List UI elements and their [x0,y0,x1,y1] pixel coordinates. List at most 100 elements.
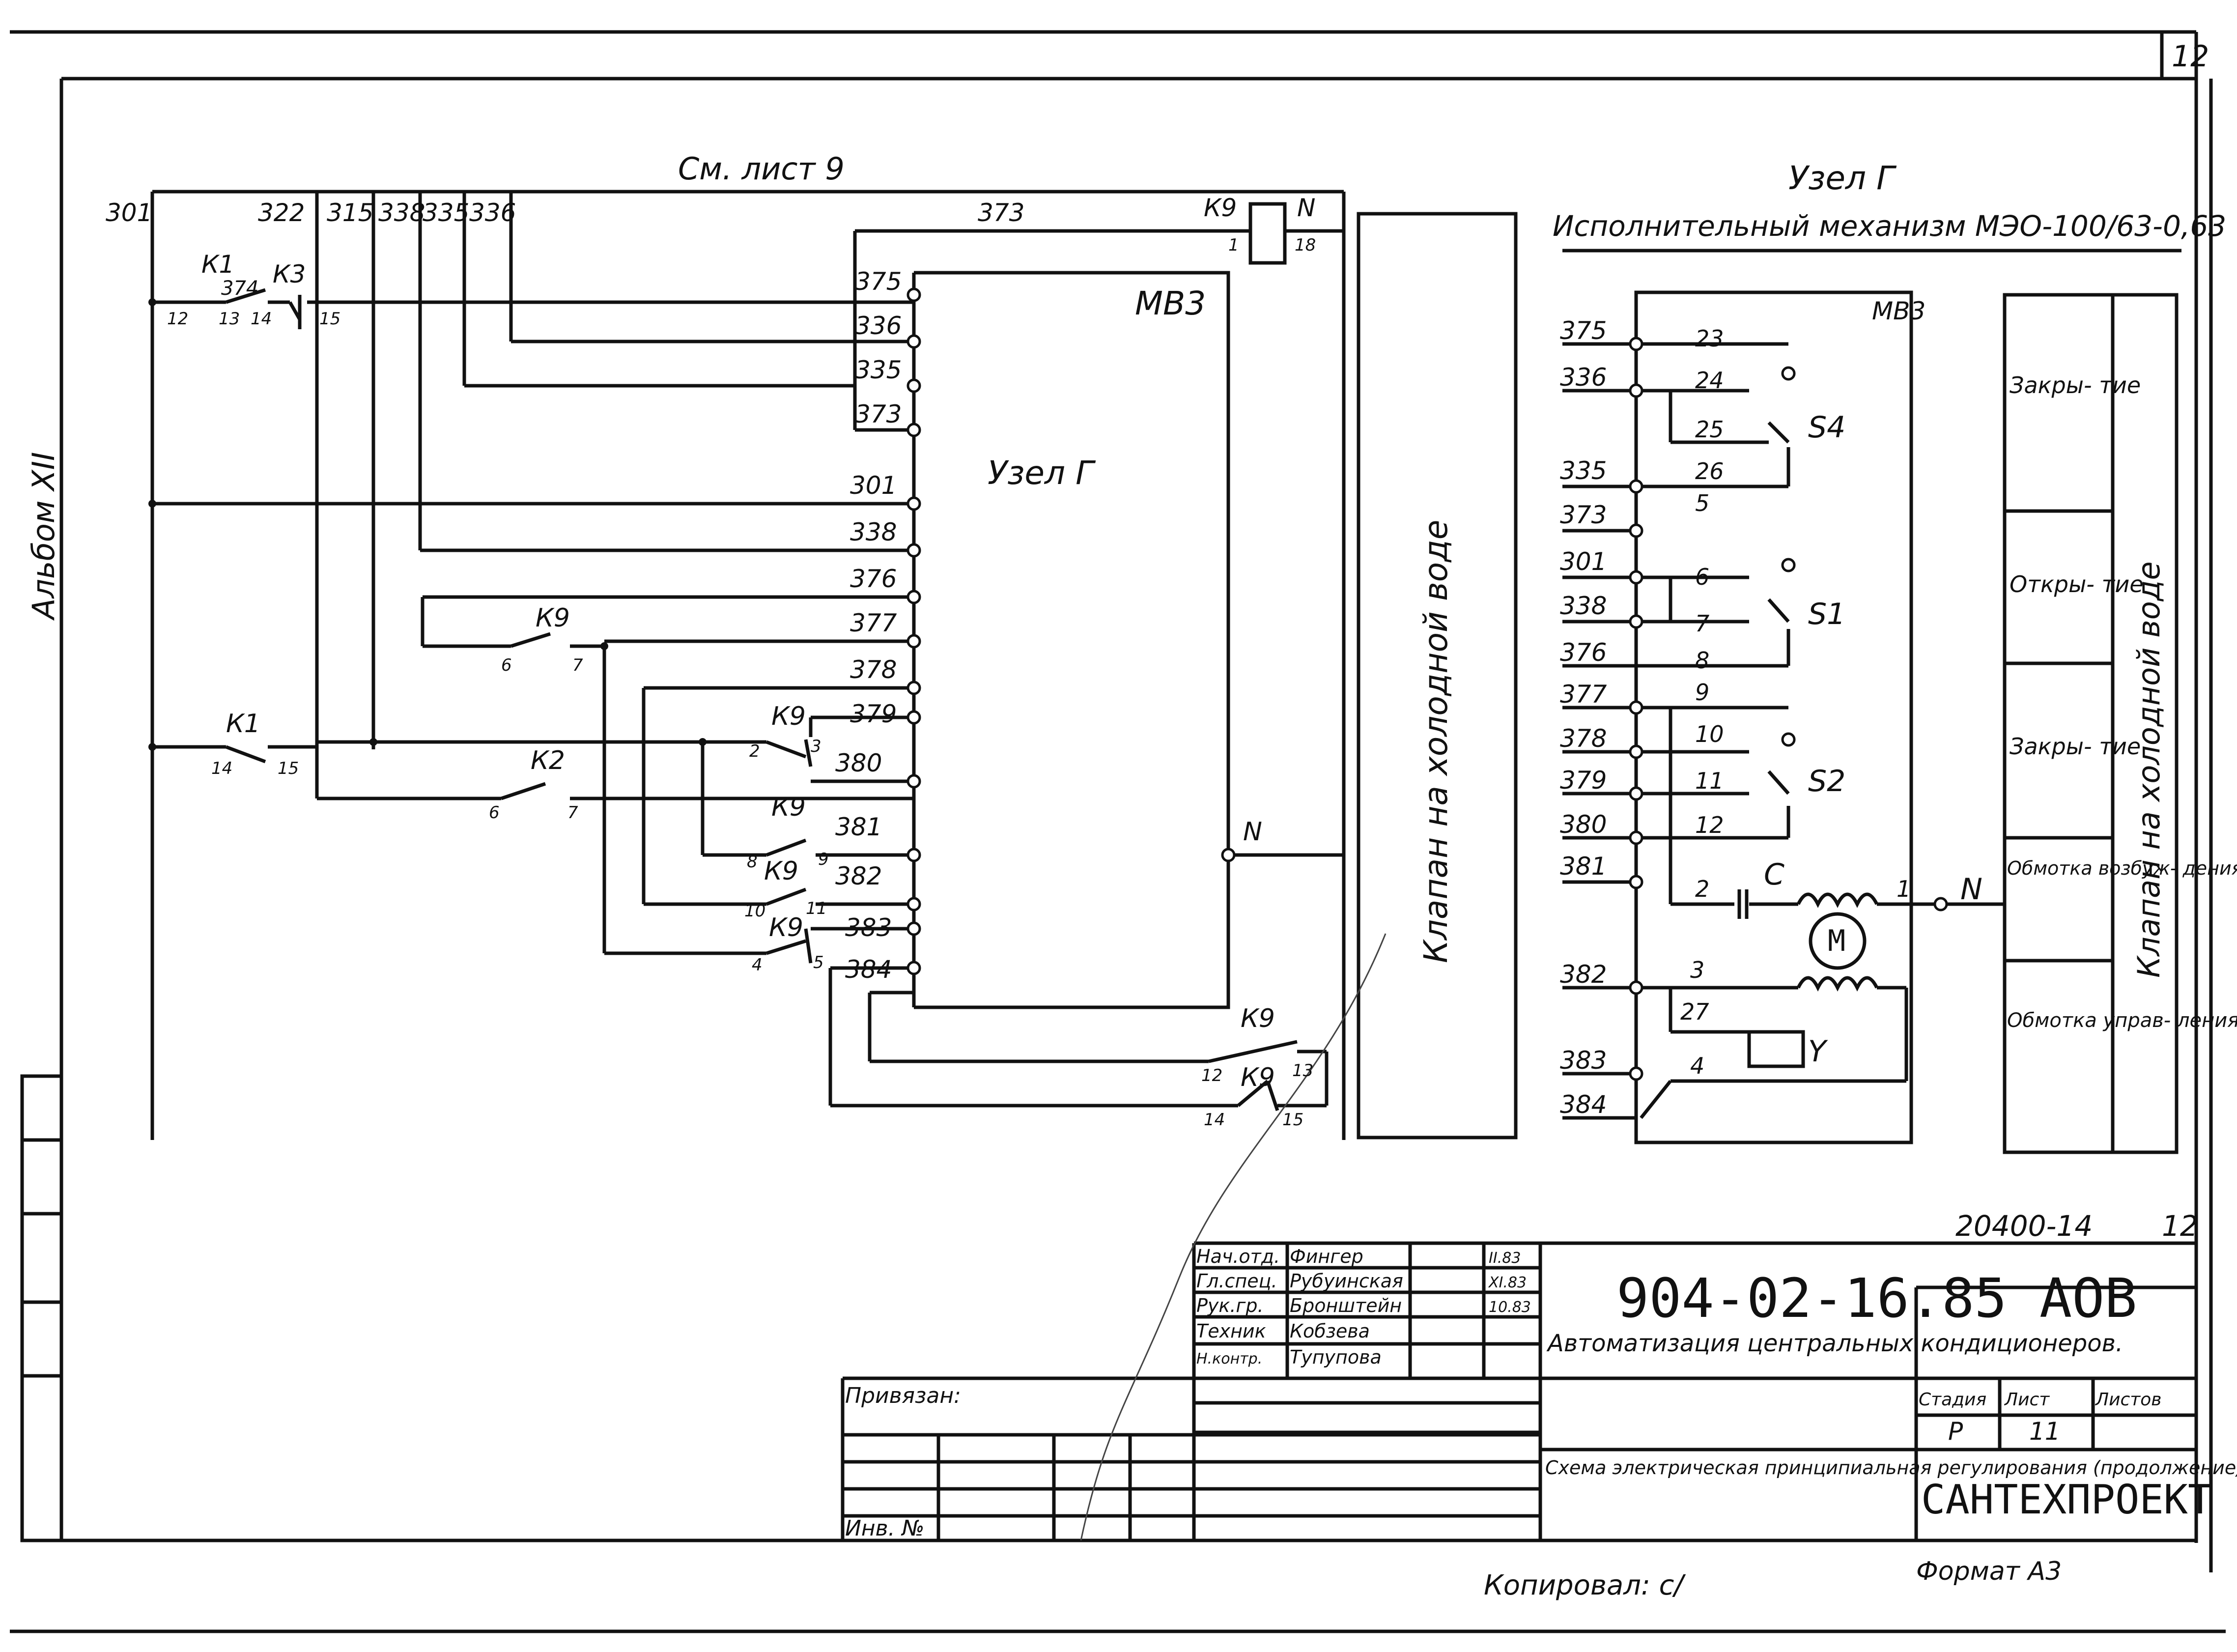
contact-label: К9 [536,603,570,633]
contact-label: К9 [1241,1004,1275,1033]
contact-pin: 14 [211,759,232,778]
linked-label: Привязан: [845,1383,961,1408]
signature-name: Тупупова [1290,1346,1382,1368]
internal-pin: 11 [1695,768,1724,794]
terminal-label: 379 [850,700,897,728]
contact-label: К9 [1241,1063,1275,1092]
k1-pin: 15 [319,309,340,329]
sheet-number-corner: 12 [2172,39,2209,74]
right-terminal: 378 [1560,724,1607,753]
switch-label: S2 [1808,764,1845,798]
terminal-label: 378 [850,655,897,684]
internal-pin: 10 [1695,721,1724,747]
bus-label: 338 [378,199,425,227]
signature-name: Бронштейн [1290,1295,1402,1316]
signature-role: Нач.отд. [1196,1246,1280,1267]
right-terminal: 381 [1560,852,1607,881]
signature-role: Техник [1196,1320,1266,1342]
contact-pin: 14 [1204,1110,1225,1130]
right-terminal: 335 [1560,456,1607,485]
contact-pin: 3 [811,737,821,756]
stage-value: Р [1948,1417,1963,1446]
right-terminal: 382 [1560,960,1607,989]
doc-code: 20400-14 [1955,1209,2093,1243]
internal-pin: 9 [1695,679,1709,706]
n-label-right: N [1960,872,1982,907]
contact-pin: 6 [489,803,500,823]
side-table-vertical: Клапан на холодной воде [2131,561,2167,978]
document-number: 904-02-16.85 АОВ [1616,1267,2137,1330]
right-terminal: 377 [1560,680,1607,709]
k1-label: К1 [201,250,234,279]
terminal-label: 380 [835,749,882,777]
k1-pin: 12 [167,309,188,329]
right-block-title: МВ3 [1872,297,1926,325]
motor-label: М [1828,924,1845,958]
contact-pin: 5 [813,953,824,972]
contact-pin: 4 [752,955,763,975]
capacitor-label: С [1764,857,1784,892]
bus-label: 301 [106,199,152,227]
relay-pin: 1 [1228,235,1239,255]
internal-pin: 2 [1695,876,1709,902]
signature-role: Гл.спец. [1196,1270,1277,1292]
right-terminal: 375 [1560,316,1607,345]
right-terminal: 380 [1560,810,1607,839]
contact-pin: 6 [501,655,512,675]
album-label: Альбом XII [26,452,61,621]
internal-pin: 6 [1695,564,1709,590]
contact-pin: 7 [567,803,578,823]
relay-k9-label: К9 [1204,194,1237,222]
terminal-label: 335 [855,356,902,384]
terminal-label: 384 [845,955,892,984]
sheets-header: Листов [2095,1390,2161,1410]
sheet-header: Лист [2004,1390,2050,1410]
k1-pin: 13 [219,309,240,329]
right-terminal: 336 [1560,363,1607,392]
switch-label: S4 [1808,410,1845,445]
terminal-label: 336 [855,312,902,340]
internal-pin: 25 [1695,416,1724,443]
internal-pin: 27 [1680,998,1709,1025]
paper-format: Формат А3 [1916,1557,2062,1586]
right-terminal: 338 [1560,592,1607,620]
internal-pin: 8 [1695,647,1709,674]
contact-pin: 13 [1292,1061,1313,1081]
side-table-row: Закры- тие [2010,372,2141,399]
relay-pin: 18 [1295,235,1316,255]
right-terminal: 373 [1560,501,1607,529]
right-terminal: 376 [1560,638,1607,667]
wire-374-label: 374 [221,277,258,300]
copied-by: Копировал: с/ [1484,1569,1686,1601]
side-table-row: Обмотка возбуж- дения [2007,857,2237,879]
terminal-label: 301 [850,471,897,500]
contact-label: К9 [771,702,806,731]
internal-pin: 3 [1690,957,1704,983]
doc-sheet: 12 [2162,1209,2198,1243]
block-subtitle-left: Узел Г [988,454,1096,492]
sheet-title: Схема электрическая принципиальная регул… [1545,1457,2237,1479]
contact-pin: 12 [1201,1066,1222,1085]
contact-label: К9 [764,856,798,886]
terminal-label: 383 [845,913,892,942]
k3-label: К3 [273,260,306,288]
block-title-left: МВ3 [1135,285,1206,322]
right-terminal: 383 [1560,1046,1607,1075]
bus-label: 336 [469,199,516,227]
wire-373-label: 373 [978,199,1024,227]
internal-pin: 4 [1690,1053,1704,1079]
terminal-label: 382 [835,862,882,890]
contact-pin: 8 [747,852,758,872]
signature-role: Рук.гр. [1196,1295,1264,1316]
internal-pin: 5 [1695,490,1709,516]
block-n-label: N [1243,817,1262,847]
organization: САНТЕХПРОЕКТ [1921,1477,2212,1523]
contact-pin: 10 [744,901,765,921]
bus-label: 315 [327,199,373,227]
side-table-row: Обмотка управ- ления [2007,1009,2237,1032]
right-terminal: 301 [1560,547,1607,576]
contact-pin: 9 [818,850,829,869]
right-terminal: 384 [1560,1090,1607,1119]
internal-pin: 1 [1897,876,1911,902]
